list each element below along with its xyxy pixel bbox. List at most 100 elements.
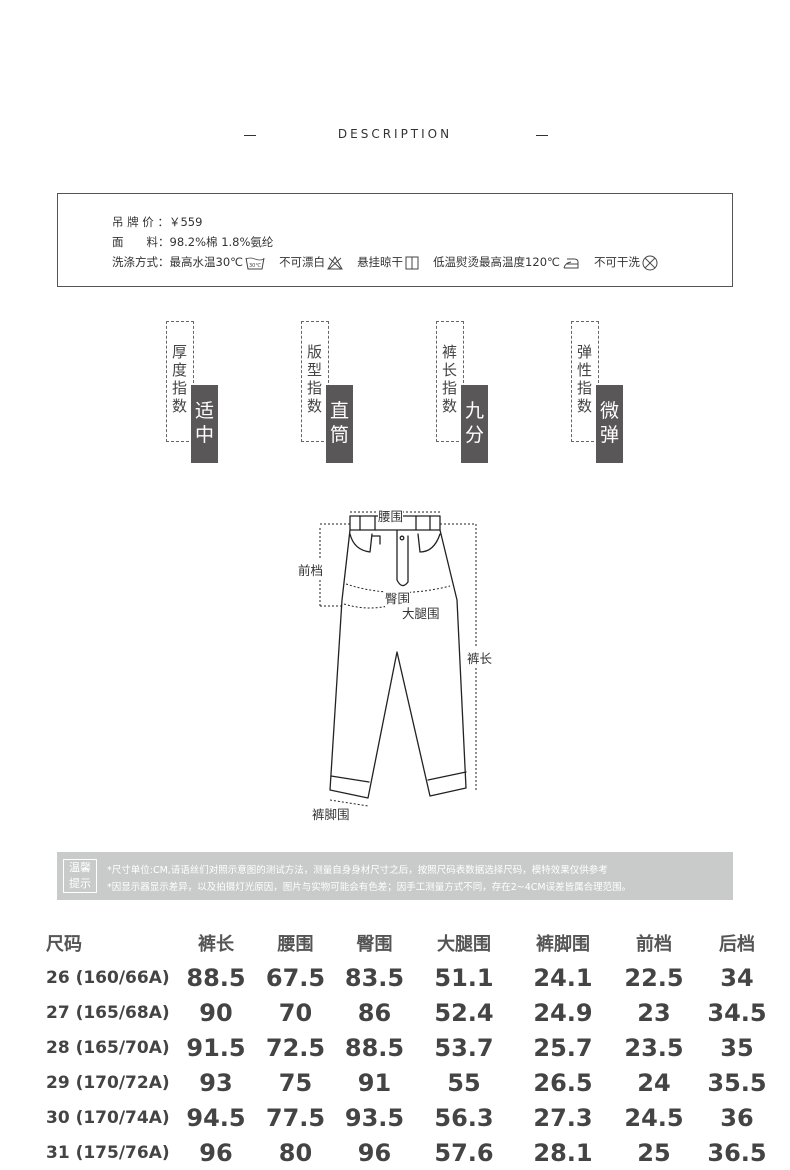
header-length: 裤长 bbox=[198, 934, 234, 955]
cell-back-rise: 36 bbox=[720, 1103, 754, 1132]
cell-size: 26 (160/66A) bbox=[46, 967, 170, 988]
cell-back-rise: 35.5 bbox=[707, 1068, 767, 1097]
cell-hip: 83.5 bbox=[344, 963, 405, 992]
header-waist: 腰围 bbox=[277, 934, 314, 955]
tips-line-2: *因显示器显示差异，以及拍摄灯光原因，图片与实物可能会有色差；因手工测量方式不同… bbox=[107, 882, 632, 893]
spec-fit: 版型指数 直筒 bbox=[301, 321, 431, 466]
no-dry-clean-icon bbox=[642, 255, 658, 270]
cell-front-rise: 23.5 bbox=[624, 1033, 684, 1062]
cell-hip: 93.5 bbox=[344, 1103, 405, 1132]
cell-length: 94.5 bbox=[186, 1103, 246, 1132]
tips-bar: 温馨 提示 *尺寸单位:CM,请语丝们对照示意图的测试方法，测量自身身材尺寸之后… bbox=[57, 852, 733, 900]
spec-thickness: 厚度指数 适中 bbox=[166, 321, 296, 466]
cell-waist: 75 bbox=[278, 1068, 313, 1097]
table-row: 31 (175/76A) 96 80 96 57.6 28.1 25 36.5 bbox=[38, 1135, 778, 1170]
cell-length: 93 bbox=[199, 1068, 233, 1097]
thigh-label: 大腿围 bbox=[402, 603, 440, 622]
spec-frame bbox=[436, 321, 464, 442]
header-size: 尺码 bbox=[46, 934, 82, 955]
cell-size: 28 (165/70A) bbox=[46, 1037, 170, 1058]
hem-label: 裤脚围 bbox=[312, 804, 350, 823]
material-label: 面 料： bbox=[112, 235, 170, 249]
tips-line-1: *尺寸单位:CM,请语丝们对照示意图的测试方法，测量自身身材尺寸之后，按照尺码表… bbox=[107, 865, 608, 876]
price-value: ￥559 bbox=[168, 215, 203, 229]
cell-hem: 24.9 bbox=[533, 998, 593, 1027]
hang-dry-icon bbox=[405, 256, 419, 269]
spec-stretch: 弹性指数 微弹 bbox=[571, 321, 701, 466]
cell-hip: 88.5 bbox=[344, 1033, 405, 1062]
product-info-box: 吊 牌 价 ：￥559 面 料：98.2%棉 1.8%氨纶 洗涤方式：最高水温3… bbox=[57, 193, 733, 287]
cell-waist: 72.5 bbox=[265, 1033, 326, 1062]
table-row: 26 (160/66A) 88.5 67.5 83.5 51.1 24.1 22… bbox=[38, 960, 778, 995]
spec-value: 直筒 bbox=[326, 385, 353, 463]
cell-hem: 27.3 bbox=[533, 1103, 593, 1132]
cell-size: 29 (170/72A) bbox=[46, 1072, 170, 1093]
spec-value: 微弹 bbox=[596, 385, 623, 463]
tips-badge-line1: 温馨 bbox=[69, 861, 91, 874]
spec-label: 弹性指数 bbox=[577, 343, 593, 415]
table-row: 27 (165/68A) 90 70 86 52.4 24.9 23 34.5 bbox=[38, 995, 778, 1030]
cell-hip: 86 bbox=[357, 998, 392, 1027]
cell-back-rise: 35 bbox=[720, 1033, 754, 1062]
cell-thigh: 57.6 bbox=[434, 1138, 494, 1167]
cell-size: 27 (165/68A) bbox=[46, 1002, 170, 1023]
cell-length: 90 bbox=[199, 998, 233, 1027]
front-rise-label: 前档 bbox=[298, 560, 324, 579]
svg-text:30℃: 30℃ bbox=[249, 263, 261, 269]
waist-label: 腰围 bbox=[378, 506, 404, 525]
wash-tub-icon: 30℃ bbox=[245, 257, 265, 269]
cell-hip: 91 bbox=[357, 1068, 392, 1097]
header-front-rise: 前档 bbox=[636, 934, 672, 955]
spec-value: 九分 bbox=[461, 385, 488, 463]
wash-label: 洗涤方式： bbox=[112, 255, 170, 269]
spec-frame bbox=[301, 321, 329, 442]
cell-thigh: 53.7 bbox=[434, 1033, 494, 1062]
cell-front-rise: 22.5 bbox=[624, 963, 684, 992]
spec-value: 适中 bbox=[191, 385, 218, 463]
wash-item-hang-dry: 悬挂晾干 bbox=[357, 254, 419, 270]
material-line: 面 料：98.2%棉 1.8%氨纶 bbox=[112, 234, 273, 250]
cell-thigh: 51.1 bbox=[434, 963, 494, 992]
cell-back-rise: 34 bbox=[720, 963, 754, 992]
cell-waist: 67.5 bbox=[265, 963, 326, 992]
price-label: 吊 牌 价 ： bbox=[112, 215, 169, 229]
tips-badge-line2: 提示 bbox=[69, 877, 91, 890]
cell-size: 30 (170/74A) bbox=[46, 1107, 170, 1128]
title-dash-right bbox=[536, 135, 548, 136]
table-header-row: 尺码 裤长 腰围 臀围 大腿围 裤脚围 前档 后档 bbox=[38, 926, 778, 960]
spec-label: 裤长指数 bbox=[442, 343, 458, 415]
title-dash-left bbox=[244, 135, 256, 136]
wash-item-no-bleach: 不可漂白 bbox=[279, 254, 343, 270]
header-hem: 裤脚围 bbox=[536, 934, 590, 955]
cell-hem: 26.5 bbox=[533, 1068, 593, 1097]
price-line: 吊 牌 价 ：￥559 bbox=[112, 214, 202, 230]
no-bleach-icon bbox=[327, 255, 343, 269]
cell-thigh: 52.4 bbox=[434, 998, 494, 1027]
cell-hem: 24.1 bbox=[533, 963, 593, 992]
cell-waist: 80 bbox=[278, 1138, 313, 1167]
spec-frame bbox=[166, 321, 194, 442]
cell-thigh: 55 bbox=[447, 1068, 481, 1097]
cell-waist: 70 bbox=[278, 998, 313, 1027]
cell-front-rise: 24.5 bbox=[624, 1103, 684, 1132]
header-thigh: 大腿围 bbox=[437, 934, 491, 955]
header-back-rise: 后档 bbox=[719, 934, 755, 955]
spec-label: 厚度指数 bbox=[172, 343, 188, 415]
length-label: 裤长 bbox=[467, 648, 493, 667]
page-title: DESCRIPTION bbox=[337, 127, 453, 141]
cell-length: 88.5 bbox=[186, 963, 246, 992]
cell-length: 96 bbox=[199, 1138, 233, 1167]
cell-length: 91.5 bbox=[186, 1033, 246, 1062]
size-table: 尺码 裤长 腰围 臀围 大腿围 裤脚围 前档 后档 26 (160/66A) 8… bbox=[38, 926, 778, 1170]
wash-item-low-iron: 低温熨烫最高温度120℃ bbox=[433, 254, 580, 270]
cell-hem: 25.7 bbox=[533, 1033, 593, 1062]
cell-size: 31 (175/76A) bbox=[46, 1142, 170, 1163]
table-row: 29 (170/72A) 93 75 91 55 26.5 24 35.5 bbox=[38, 1065, 778, 1100]
table-row: 30 (170/74A) 94.5 77.5 93.5 56.3 27.3 24… bbox=[38, 1100, 778, 1135]
table-row: 28 (165/70A) 91.5 72.5 88.5 53.7 25.7 23… bbox=[38, 1030, 778, 1065]
spec-length: 裤长指数 九分 bbox=[436, 321, 566, 466]
spec-label: 版型指数 bbox=[307, 343, 323, 415]
hip-label: 臀围 bbox=[385, 588, 411, 607]
